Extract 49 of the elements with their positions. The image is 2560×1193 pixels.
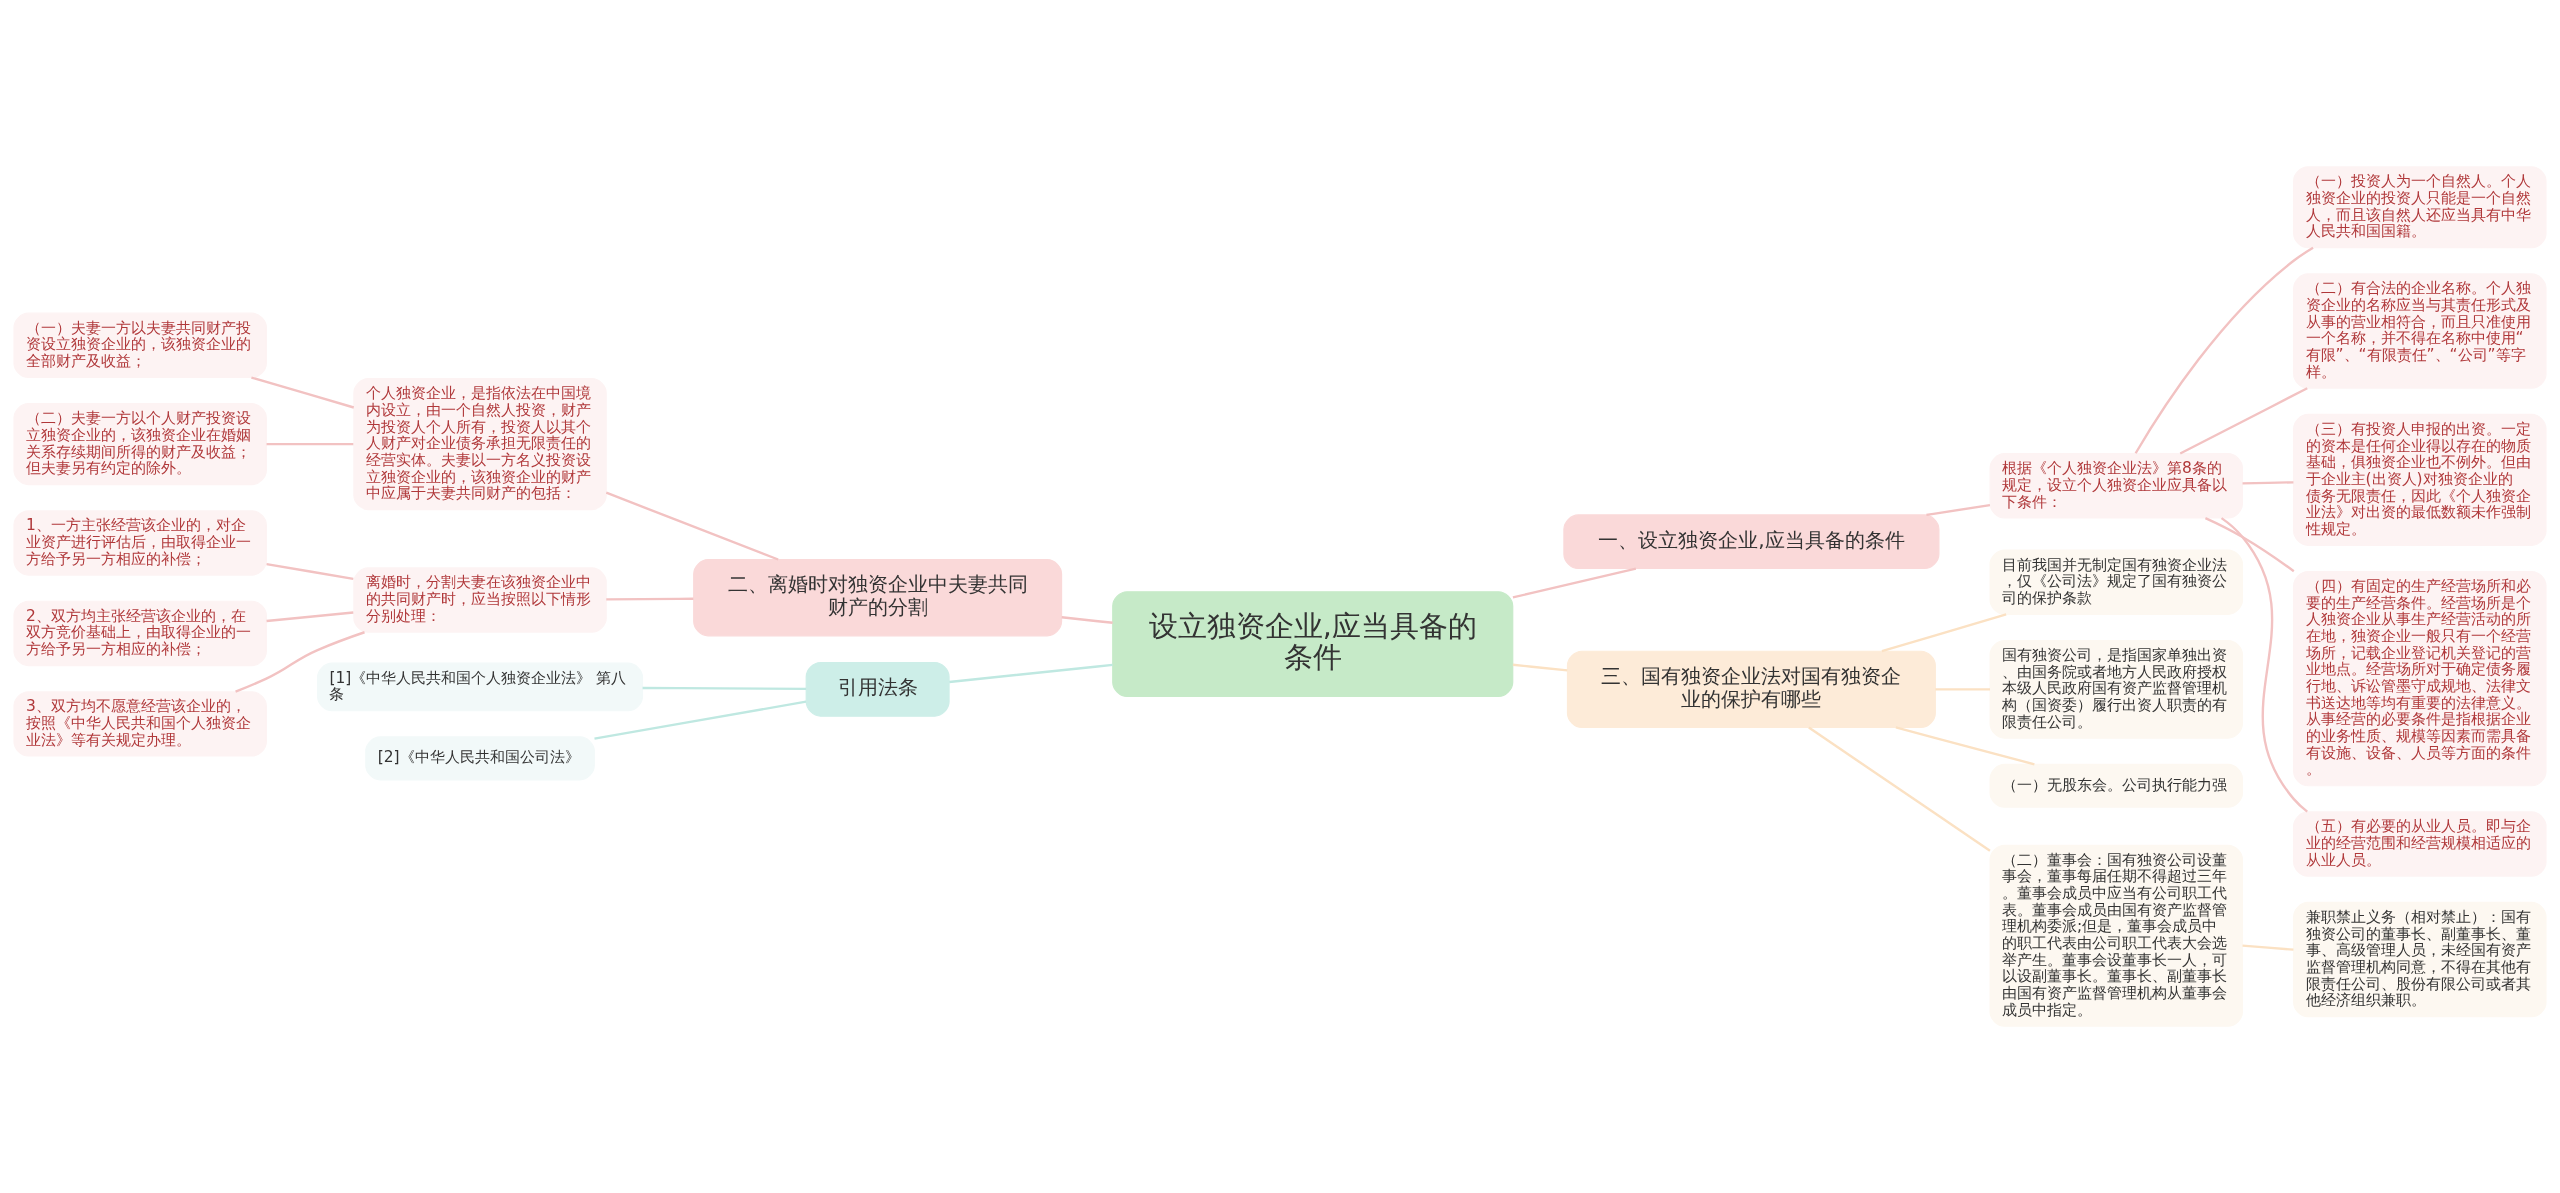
node-box: （一）投资人为一个自然人。个人独资企业的投资人只能是一个自然人，而且该自然人还应当具有中华人民共和国国籍。 — [2293, 166, 2547, 249]
connector — [594, 700, 807, 740]
node-box: （一）无股东会。公司执行能力强 — [1989, 763, 2244, 808]
node-box: 引用法条 — [805, 661, 950, 717]
node-box: 国有独资公司，是指国家单独出资、由国务院或者地方人民政府授权本级人民政府国有资产监督管理机构（国资委）履行出资人职责的有限责任公司。 — [1989, 639, 2244, 739]
connector — [1512, 567, 1637, 599]
node-box: （四）有固定的生产经营场所和必要的生产经营条件。经营场所是个人独资企业从事生产经营活动的所在地，独资企业一般只有一个经营场所，记载企业登记机关登记的营业地点。经营场所对于确定债务履行地、诉讼管墨守成规地、法律文书送达地等均有重要的法律意义。从事经营的必要条件是指根据企业的业务性质、规模等因素而需具备有设施、设备、人员等方面的条件。 — [2293, 570, 2547, 787]
connector — [1881, 613, 2007, 653]
node-box: 1、一方主张经营该企业的，对企业资产进行评估后，由取得企业一方给予另一方相应的补偿； — [13, 510, 267, 576]
connector — [251, 376, 355, 409]
node-box: 三、国有独资企业法对国有独资企业的保护有哪些 — [1566, 650, 1936, 729]
connector — [266, 442, 354, 446]
node-box: （三）有投资人申报的出资。一定的资本是任何企业得以存在的物质基础，俱独资企业也不例外。但由于企业主(出资人)对独资企业的债务无限责任，因此《个人独资企业法》对出资的最低数额未作强制性规定。 — [2293, 413, 2547, 546]
node-box: 目前我国并无制定国有独资企业法，仅《公司法》规定了国有独资公司的保护条款 — [1989, 549, 2244, 615]
connector — [2134, 246, 2314, 454]
connector — [1935, 688, 1990, 691]
connector — [266, 611, 354, 623]
node-box: 兼职禁止义务（相对禁止）：国有独资公司的董事长、副董事长、董事、高级管理人员，未经国有资产监督管理机构同意，不得在其他有限责任公司、股份有限公司或者其他经济组织兼职。 — [2293, 901, 2547, 1018]
connector — [2242, 944, 2294, 951]
node-box: 2、双方均主张经营该企业的，在双方竞价基础上，由取得企业的一方给予另一方相应的补偿； — [13, 600, 267, 667]
node-box: 个人独资企业，是指依法在中国境内设立，由一个自然人投资，财产为投资人个人所有，投资人以其个人财产对企业债务承担无限责任的经营实体。夫妻以一方名义投资设立独资企业的，该独资企业的财产中应属于夫妻共同财产的包括： — [353, 378, 607, 511]
node-box: 根据《个人独资企业法》第8条的规定，设立个人独资企业应具备以下条件： — [1989, 453, 2244, 519]
node-box: （一）夫妻一方以夫妻共同财产投资设立独资企业的，该独资企业的全部财产及收益； — [13, 312, 267, 379]
node-box: 离婚时，分割夫妻在该独资企业中的共同财产时，应当按照以下情形分别处理： — [353, 567, 607, 633]
connector — [1926, 503, 1991, 517]
connector — [1895, 726, 2035, 766]
connector — [235, 631, 365, 693]
connector — [1512, 663, 1568, 672]
connector — [642, 686, 807, 691]
connector — [949, 663, 1113, 684]
node-box: （二）夫妻一方以个人财产投资设立独资企业的，该独资企业在婚姻关系存续期间所得的财产及收益；但夫妻另有约定的除外。 — [13, 403, 267, 486]
node-box: 一、设立独资企业,应当具备的条件 — [1563, 514, 1940, 570]
node-box: [1]《中华人民共和国个人独资企业法》 第八条 — [316, 662, 644, 712]
connector — [2242, 481, 2294, 485]
connector — [606, 597, 694, 601]
node-box: [2]《中华人民共和国公司法》 — [365, 736, 595, 781]
connector — [266, 562, 354, 580]
connector — [605, 491, 779, 561]
node-box: 设立独资企业,应当具备的条件 — [1112, 591, 1514, 698]
connector — [2220, 517, 2308, 813]
connector — [2204, 516, 2295, 573]
node-box: 二、离婚时对独资企业中夫妻共同财产的分割 — [693, 559, 1063, 637]
connector — [1808, 726, 1991, 852]
node-box: 3、双方均不愿意经营该企业的，按照《中华人民共和国个人独资企业法》等有关规定办理。 — [13, 691, 267, 757]
node-box: （五）有必要的从业人员。即与企业的经营范围和经营规模相适应的从业人员。 — [2293, 811, 2547, 877]
connector — [1061, 616, 1113, 624]
node-box: （二）有合法的企业名称。个人独资企业的名称应当与其责任形式及从事的营业相符合，而且只准使用一个名称，并不得在名称中使用“有限”、“有限责任”、“公司”等字样。 — [2293, 273, 2547, 389]
node-box: （二）董事会：国有独资公司设董事会，董事每届任期不得超过三年。董事会成员中应当有公司职工代表。董事会成员由国有资产监督管理机构委派;但是，董事会成员中的职工代表由公司职工代表大会选举产生。董事会设董事长一人，可以设副董事长。董事长、副董事长由国有资产监督管理机构从董事会成员中指定。 — [1989, 844, 2244, 1027]
connector — [2179, 387, 2308, 455]
